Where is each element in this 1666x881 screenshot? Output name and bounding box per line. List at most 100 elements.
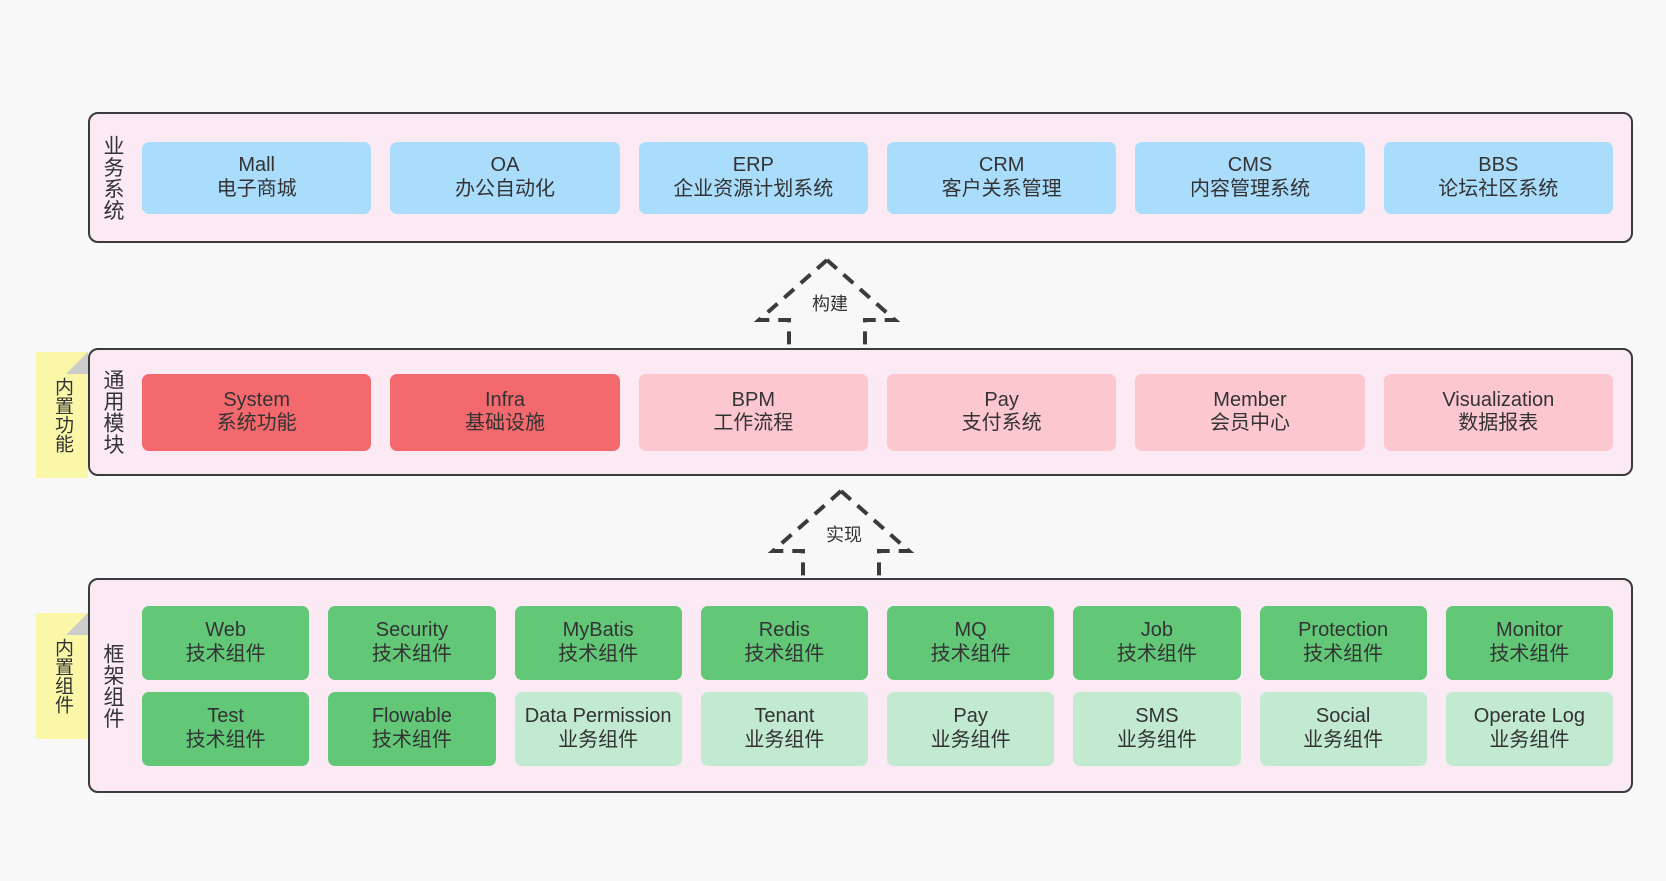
layer-common-module[interactable]: 通用模块 System 系统功能 Infra 基础设施 BPM 工作流程 Pay…	[88, 348, 1633, 476]
card-subtitle: 数据报表	[1458, 412, 1539, 434]
card-redis[interactable]: Redis 技术组件	[700, 605, 868, 680]
card-subtitle: 客户关系管理	[941, 177, 1062, 200]
connector-implement-arrow	[767, 489, 915, 584]
card-system[interactable]: System 系统功能	[142, 373, 372, 451]
card-subtitle: 技术组件	[185, 728, 266, 751]
card-row: System 系统功能 Infra 基础设施 BPM 工作流程 Pay 支付系统…	[142, 373, 1613, 451]
card-subtitle: 技术组件	[371, 728, 452, 751]
card-subtitle: 技术组件	[1303, 642, 1384, 665]
card-title: CRM	[978, 154, 1025, 177]
card-title: CMS	[1227, 154, 1273, 177]
card-subtitle: 业务组件	[558, 728, 639, 751]
layer-framework-component[interactable]: 框架组件 Web 技术组件 Security 技术组件 MyBatis 技术组件…	[88, 578, 1633, 793]
card-infra[interactable]: Infra 基础设施	[390, 373, 620, 451]
card-subtitle: 内容管理系统	[1189, 177, 1310, 200]
card-sms[interactable]: SMS 业务组件	[1073, 691, 1241, 766]
card-title: Job	[1140, 619, 1173, 642]
card-subtitle: 业务组件	[1116, 728, 1197, 751]
card-flowable[interactable]: Flowable 技术组件	[328, 691, 496, 766]
card-subtitle: 业务组件	[1303, 728, 1384, 751]
card-title: Visualization	[1442, 388, 1555, 411]
card-pay-business[interactable]: Pay 业务组件	[887, 691, 1055, 766]
card-bpm[interactable]: BPM 工作流程	[638, 373, 868, 451]
card-subtitle: 工作流程	[713, 412, 794, 434]
card-title: System	[223, 388, 290, 411]
card-title: Data Permission	[524, 705, 672, 728]
card-title: Pay	[984, 388, 1019, 411]
connector-build-arrow	[753, 258, 901, 353]
card-title: SMS	[1135, 705, 1179, 728]
card-data-permission[interactable]: Data Permission 业务组件	[514, 691, 682, 766]
layer-business-system[interactable]: 业务系统 Mall 电子商城 OA 办公自动化 ERP 企业资源计划系统 CRM…	[88, 112, 1633, 243]
card-subtitle: 企业资源计划系统	[673, 177, 834, 200]
card-title: Member	[1213, 388, 1287, 411]
card-row-technical: Web 技术组件 Security 技术组件 MyBatis 技术组件 Redi…	[142, 605, 1613, 680]
card-title: Redis	[758, 619, 810, 642]
card-subtitle: 业务组件	[930, 728, 1011, 751]
card-member[interactable]: Member 会员中心	[1135, 373, 1365, 451]
card-subtitle: 会员中心	[1209, 412, 1290, 434]
card-subtitle: 技术组件	[1116, 642, 1197, 665]
card-subtitle: 技术组件	[744, 642, 825, 665]
card-security[interactable]: Security 技术组件	[328, 605, 496, 680]
card-operate-log[interactable]: Operate Log 业务组件	[1445, 691, 1613, 766]
card-mybatis[interactable]: MyBatis 技术组件	[514, 605, 682, 680]
card-crm[interactable]: CRM 客户关系管理	[886, 141, 1117, 214]
card-title: Test	[207, 705, 244, 728]
card-subtitle: 办公自动化	[454, 177, 555, 200]
card-title: Operate Log	[1473, 705, 1585, 728]
card-title: Flowable	[371, 705, 452, 728]
card-subtitle: 业务组件	[1489, 728, 1570, 751]
card-visualization[interactable]: Visualization 数据报表	[1383, 373, 1613, 451]
card-title: MyBatis	[562, 619, 634, 642]
card-tenant[interactable]: Tenant 业务组件	[700, 691, 868, 766]
card-subtitle: 论坛社区系统	[1438, 177, 1559, 200]
card-title: Infra	[484, 388, 525, 411]
card-job[interactable]: Job 技术组件	[1073, 605, 1241, 680]
card-title: Mall	[238, 154, 275, 177]
sticky-note-builtin-features[interactable]: 内置功能	[36, 352, 88, 478]
sticky-note-label: 内置功能	[52, 377, 74, 453]
card-title: BPM	[731, 388, 775, 411]
card-title: Pay	[953, 705, 988, 728]
card-title: MQ	[954, 619, 987, 642]
card-erp[interactable]: ERP 企业资源计划系统	[638, 141, 868, 214]
card-monitor[interactable]: Monitor 技术组件	[1445, 605, 1613, 680]
layer-business-system-label: 业务系统	[100, 134, 124, 221]
card-title: BBS	[1478, 154, 1519, 177]
card-row: Mall 电子商城 OA 办公自动化 ERP 企业资源计划系统 CRM 客户关系…	[142, 141, 1613, 214]
layer-common-module-label: 通用模块	[100, 369, 124, 455]
card-pay[interactable]: Pay 支付系统	[886, 373, 1117, 451]
card-title: Security	[375, 619, 448, 642]
card-bbs[interactable]: BBS 论坛社区系统	[1383, 141, 1613, 214]
card-subtitle: 业务组件	[744, 728, 825, 751]
layer-framework-component-label: 框架组件	[100, 642, 124, 729]
card-title: Protection	[1298, 619, 1389, 642]
card-oa[interactable]: OA 办公自动化	[390, 141, 620, 214]
card-title: OA	[490, 154, 520, 177]
card-subtitle: 技术组件	[1489, 642, 1570, 665]
card-title: Social	[1315, 705, 1371, 728]
connector-build-label: 构建	[812, 294, 848, 314]
sticky-note-builtin-components[interactable]: 内置组件	[36, 613, 88, 739]
card-subtitle: 技术组件	[930, 642, 1011, 665]
card-subtitle: 基础设施	[464, 412, 545, 434]
connector-implement-label: 实现	[826, 525, 862, 545]
layer-framework-component-cards: Web 技术组件 Security 技术组件 MyBatis 技术组件 Redi…	[134, 580, 1631, 791]
card-test[interactable]: Test 技术组件	[142, 691, 310, 766]
card-title: Tenant	[754, 705, 815, 728]
card-subtitle: 技术组件	[185, 642, 266, 665]
sticky-note-label: 内置组件	[52, 638, 74, 714]
card-title: Web	[205, 619, 246, 642]
card-title: ERP	[732, 154, 774, 177]
card-subtitle: 技术组件	[371, 642, 452, 665]
card-mq[interactable]: MQ 技术组件	[887, 605, 1055, 680]
card-title: Monitor	[1496, 619, 1563, 642]
card-cms[interactable]: CMS 内容管理系统	[1135, 141, 1365, 214]
card-mall[interactable]: Mall 电子商城	[142, 141, 372, 214]
card-social[interactable]: Social 业务组件	[1259, 691, 1427, 766]
card-web[interactable]: Web 技术组件	[142, 605, 310, 680]
layer-common-module-cards: System 系统功能 Infra 基础设施 BPM 工作流程 Pay 支付系统…	[134, 350, 1631, 474]
card-protection[interactable]: Protection 技术组件	[1259, 605, 1427, 680]
